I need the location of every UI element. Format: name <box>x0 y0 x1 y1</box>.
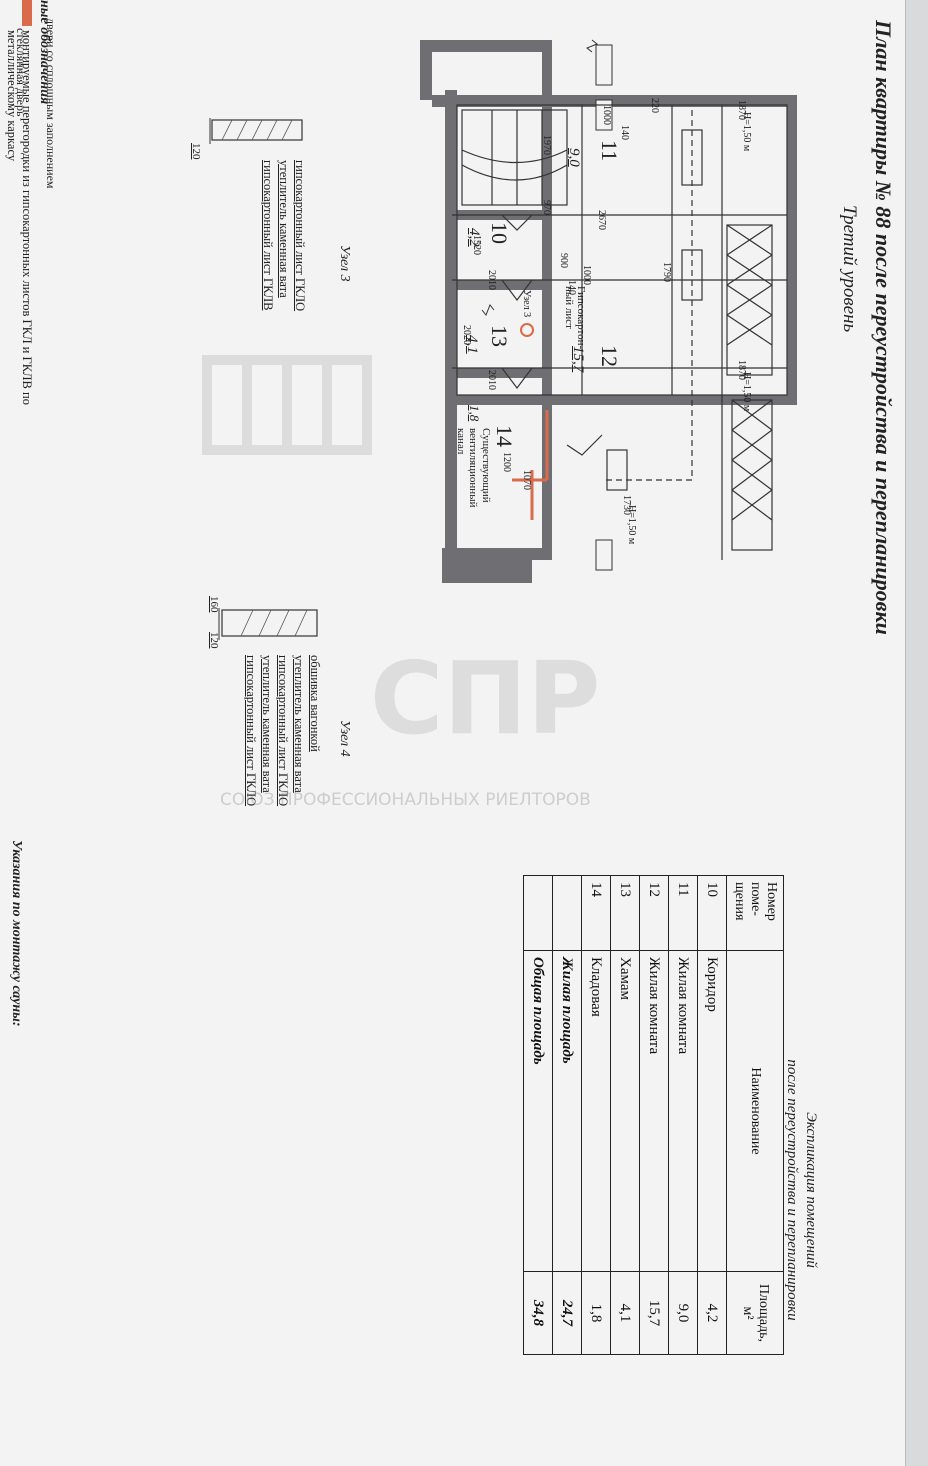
table-row: 14 Кладовая 1,8 <box>581 875 611 1355</box>
row-name: Жилая комната <box>668 950 698 1272</box>
room-number-12: 12 <box>597 345 622 367</box>
gkl-sheet-label: Гипсокартон-ный лист <box>562 286 587 350</box>
node4-layer-3: гипсокартонный лист ГКЛО <box>276 655 290 807</box>
row-number: 10 <box>697 875 727 951</box>
room-area-14: 1,8 <box>467 405 482 422</box>
sauna-note: Указания по монтажу сауны: <box>9 840 24 1027</box>
walls <box>420 40 797 583</box>
node3-mark: Узел 3 <box>521 290 532 318</box>
dim-label: 1000 <box>581 265 592 285</box>
dim-label: 900 <box>558 253 569 268</box>
break-lines <box>481 39 598 316</box>
node3-layer-1: гипсокартонный лист ГКЛО <box>293 160 307 312</box>
dim-label: 2020 <box>461 325 472 345</box>
dim-label: 2010 <box>486 370 497 390</box>
row-area: 1,8 <box>581 1271 611 1355</box>
table-row: 12 Жилая комната 15,7 <box>639 875 669 1355</box>
row-number: 11 <box>668 875 698 951</box>
node3-label: Узел 3 <box>337 245 352 282</box>
living-area-label: Жилая площадь <box>552 950 582 1272</box>
row-name: Кладовая <box>581 950 611 1272</box>
explication-title-line2: после переустройства и перепланировки <box>784 1059 801 1321</box>
watermark-tagline: СОЮЗ ПРОФЕССИОНАЛЬНЫХ РИЕЛТОРОВ <box>220 790 591 810</box>
table-header-row: Номер поме-щения Наименование Площадь, м… <box>726 875 784 1355</box>
room-area-12: 15,7 <box>570 346 586 373</box>
row-name: Коридор <box>697 950 727 1272</box>
total-area-row: Общая площадь 34,8 <box>523 875 553 1355</box>
dim-label: 1970 <box>541 135 552 155</box>
explication-title-line1: Экспликация помещений <box>803 1112 819 1268</box>
room-number-11: 11 <box>597 140 622 162</box>
header-name: Наименование <box>726 950 784 1272</box>
header-area: Площадь, м² <box>726 1271 784 1355</box>
row-name: Хамам <box>610 950 640 1272</box>
dim-label: Н=1,50 м <box>626 505 637 545</box>
dim-label: 220 <box>649 98 660 113</box>
row-number-empty <box>552 875 582 951</box>
row-number: 12 <box>639 875 669 951</box>
dim-label: 1520 <box>471 235 482 255</box>
dim-label: 1790 <box>661 262 672 282</box>
node4-layer-5: гипсокартонный лист ГКЛО <box>244 655 258 807</box>
dim-label: 1070 <box>521 470 532 490</box>
dim-label: 2670 <box>596 210 607 230</box>
dim-label: 1000 <box>601 105 612 125</box>
total-area-label: Общая площадь <box>523 950 553 1272</box>
floor-plan <box>420 39 797 583</box>
dim-label: Н=1,50 м <box>741 112 752 152</box>
row-area: 4,2 <box>697 1271 727 1355</box>
node3-diagram <box>209 118 303 144</box>
dim-label: 2010 <box>486 270 497 290</box>
table-row: 13 Хамам 4,1 <box>610 875 640 1355</box>
node4-layer-2: утеплитель каменная вата <box>292 655 306 793</box>
node4-layer-4: утеплитель каменная вата <box>260 655 274 793</box>
row-area: 4,1 <box>610 1271 640 1355</box>
dim-label: 1200 <box>501 452 512 472</box>
room-number-14: 14 <box>492 425 517 447</box>
interior-lines <box>452 104 788 560</box>
legend-item-glass-door: стеклянная дверь <box>14 28 28 117</box>
row-area: 15,7 <box>639 1271 669 1355</box>
row-number-empty <box>523 875 553 951</box>
vent-blocks <box>595 44 613 571</box>
node4-diagram <box>218 608 318 640</box>
dim-label: 970 <box>541 200 552 215</box>
legend-item-solid-doors: двери со сплошным заполнением <box>44 18 58 189</box>
table-row: 11 Жилая комната 9,0 <box>668 875 698 1355</box>
watermark-brand-text: СПР <box>370 640 601 757</box>
partition-swatch <box>22 0 32 26</box>
row-name: Жилая комната <box>639 950 669 1272</box>
row-number: 13 <box>610 875 640 951</box>
living-area-value: 24,7 <box>552 1271 582 1355</box>
row-number: 14 <box>581 875 611 951</box>
watermark-logo <box>202 355 372 455</box>
partitions-red <box>512 410 549 520</box>
row-area: 9,0 <box>668 1271 698 1355</box>
node3-dim: 120 <box>190 143 202 160</box>
room-number-10: 10 <box>487 222 512 244</box>
node3-layer-3: гипсокартонный лист ГКЛВ <box>261 160 275 311</box>
dim-label: Н=1,50 м <box>741 372 752 412</box>
pipe-marker <box>520 323 534 337</box>
node4-label: Узел 4 <box>337 720 352 757</box>
explication-title: Экспликация помещений после переустройст… <box>783 980 821 1400</box>
living-area-row: Жилая площадь 24,7 <box>552 875 582 1355</box>
dim-label: 140 <box>619 125 630 140</box>
room-area-11: 9,0 <box>566 148 582 167</box>
vent-channel-label: Существующий вентиляционный канал <box>454 428 492 508</box>
explication-table: Номер поме-щения Наименование Площадь, м… <box>523 875 784 1355</box>
room-number-13: 13 <box>487 325 512 347</box>
header-number: Номер поме-щения <box>726 875 784 951</box>
table-row: 10 Коридор 4,2 <box>697 875 727 1355</box>
node3-layer-2: утеплитель каменная вата <box>277 160 291 298</box>
total-area-value: 34,8 <box>523 1271 553 1355</box>
